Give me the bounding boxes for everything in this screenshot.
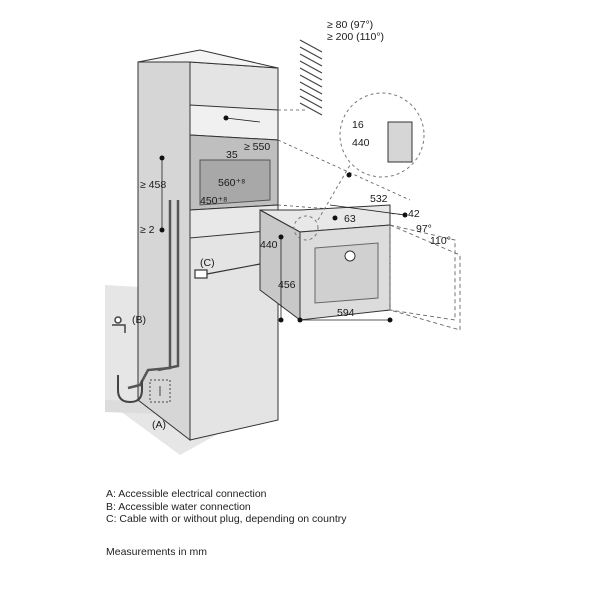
legend-item-b: B: Accessible water connection	[106, 501, 346, 514]
dimension-lines	[161, 117, 406, 321]
legend: A: Accessible electrical connection B: A…	[106, 488, 346, 526]
legend-item-c: C: Cable with or without plug, depending…	[106, 513, 346, 526]
vent-grille	[299, 39, 323, 116]
body-depth-label: 532	[370, 193, 388, 205]
door-swing	[389, 224, 461, 331]
gap-35-label: 35	[226, 149, 238, 161]
height-from-floor-label: ≥ 458	[140, 179, 166, 191]
electrical-outlet-icon	[149, 379, 171, 403]
niche-depth-label: ≥ 550	[244, 141, 270, 153]
detail-reference-circle	[293, 215, 319, 241]
units-note: Measurements in mm	[106, 546, 207, 558]
gap-min-2-label: ≥ 2	[140, 224, 155, 236]
control-knob	[344, 250, 356, 262]
legend-text: Accessible water connection	[118, 500, 251, 513]
detail-magnifier	[339, 92, 425, 178]
front-height-label: 440	[260, 239, 278, 251]
tall-cabinet	[137, 49, 279, 442]
niche-width-label: 560⁺⁸	[218, 177, 246, 189]
niche-height-label: 450⁺⁸	[200, 195, 228, 207]
detail-440-label: 440	[352, 137, 370, 149]
door-angle-110-label: 110°	[430, 235, 451, 247]
detail-leader	[317, 164, 351, 221]
body-height-label: 456	[278, 279, 296, 291]
legend-text: Accessible electrical connection	[118, 488, 267, 500]
appliance-window	[314, 242, 379, 304]
cable-plug-icon	[194, 263, 261, 279]
door-offset-label: 63	[344, 213, 356, 225]
legend-key: A:	[106, 488, 116, 500]
appliance	[259, 204, 391, 321]
drain-trap	[117, 375, 143, 404]
width-label: 594	[337, 307, 355, 319]
plumbing	[127, 200, 180, 390]
detail-16-label: 16	[352, 119, 364, 131]
vent-min-110-label: ≥ 200 (110°)	[327, 31, 384, 43]
vent-min-97-label: ≥ 80 (97°)	[327, 19, 373, 31]
handle-depth-label: 42	[408, 208, 420, 220]
legend-item-a: A: Accessible electrical connection	[106, 488, 346, 501]
legend-key: C:	[106, 513, 117, 526]
callout-a: (A)	[152, 419, 166, 431]
callout-b: (B)	[132, 314, 146, 326]
legend-key: B:	[106, 500, 116, 513]
water-tap-icon	[112, 316, 126, 333]
callout-c: (C)	[200, 257, 215, 269]
legend-text: Cable with or without plug, depending on…	[119, 513, 347, 526]
door-angle-97-label: 97°	[416, 223, 432, 235]
dimension-dots	[159, 115, 408, 323]
